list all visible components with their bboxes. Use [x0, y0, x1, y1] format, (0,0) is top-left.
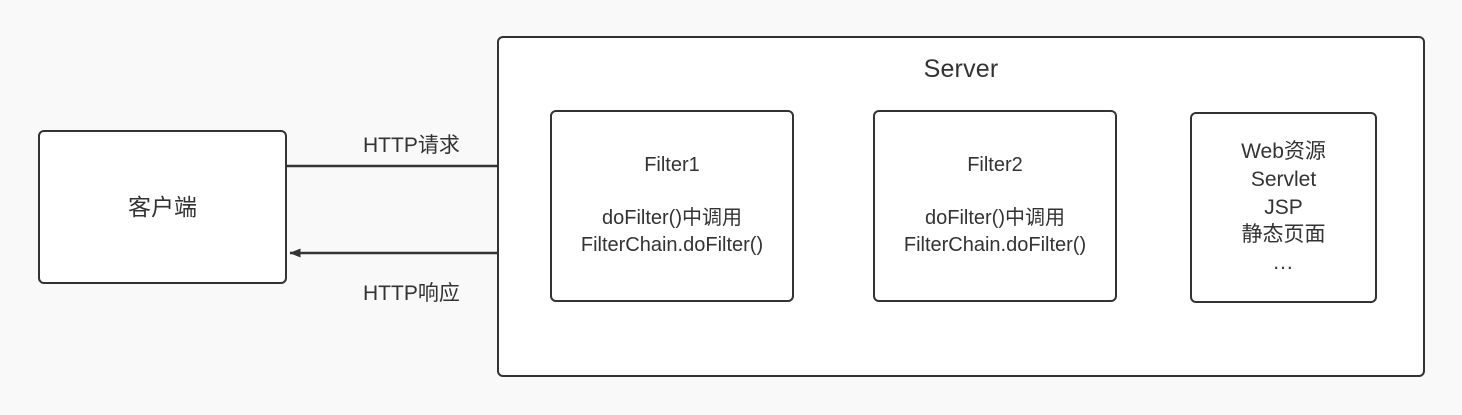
client-label: 客户端 — [128, 193, 197, 220]
server-title: Server — [923, 55, 999, 83]
filter1-title: Filter1 — [644, 154, 700, 177]
node-web-resource[interactable]: Web资源 Servlet JSP 静态页面 ... — [1190, 112, 1377, 303]
filter1-detail-line1: doFilter()中调用 — [601, 206, 742, 229]
filter2-detail-line1: doFilter()中调用 — [924, 206, 1065, 229]
web-resource-line-2: Servlet — [1250, 167, 1317, 191]
node-filter2[interactable]: Filter2 doFilter()中调用 FilterChain.doFilt… — [873, 110, 1117, 302]
web-resource-line-3: JSP — [1264, 195, 1303, 219]
edge-label-http-response: HTTP响应 — [363, 282, 460, 305]
filter2-detail: doFilter()中调用 FilterChain.doFilter() — [904, 205, 1086, 260]
filter1-detail-line2: FilterChain.doFilter() — [580, 234, 764, 257]
web-resource-line-4: 静态页面 — [1241, 223, 1326, 247]
edge-label-http-request: HTTP请求 — [363, 134, 460, 157]
web-resource-line-1: Web资源 — [1241, 140, 1326, 164]
node-filter1[interactable]: Filter1 doFilter()中调用 FilterChain.doFilt… — [550, 110, 794, 302]
node-client[interactable]: 客户端 — [38, 130, 287, 284]
web-resource-line-5: ... — [1273, 251, 1294, 275]
filter1-detail: doFilter()中调用 FilterChain.doFilter() — [581, 205, 763, 260]
filter2-detail-line2: FilterChain.doFilter() — [903, 234, 1087, 257]
filter2-title: Filter2 — [967, 154, 1023, 177]
